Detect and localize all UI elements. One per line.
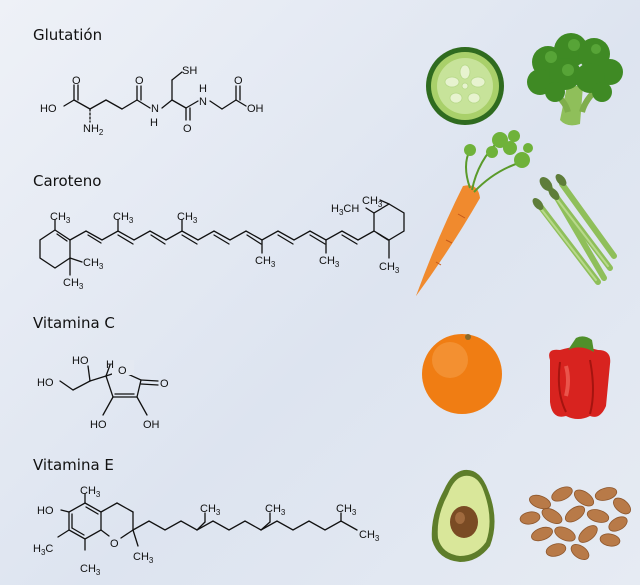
atom-label: CH3: [255, 255, 276, 269]
atom-label: CH3: [80, 563, 101, 577]
asparagus-icon: [532, 174, 617, 285]
title-vitamin-c: Vitamina C: [33, 314, 115, 332]
atom-label: HO: [37, 377, 54, 389]
atom-label: CH3: [336, 503, 357, 517]
atom-label: O: [135, 75, 144, 87]
atom-label: HO: [40, 103, 57, 115]
atom-label: CH3: [113, 211, 134, 225]
atom-label: O: [110, 538, 119, 550]
orange-icon: [422, 334, 502, 414]
atom-label: H3C: [33, 543, 53, 557]
atom-label: O: [234, 75, 243, 87]
atom-label: CH3: [63, 277, 84, 291]
atom-label: CH3: [133, 551, 154, 565]
atom-label: H: [150, 117, 158, 129]
atom-label: OH: [247, 103, 264, 115]
cucumber-icon: [426, 47, 504, 125]
atom-label: O: [183, 123, 192, 135]
broccoli-icon: [527, 33, 623, 126]
atom-label: CH3: [50, 211, 71, 225]
atom-label: H: [199, 83, 207, 95]
red-bell-pepper-icon: [549, 336, 611, 419]
atom-label: CH3: [359, 529, 380, 543]
atom-label: HO: [72, 355, 89, 367]
atom-label: SH: [182, 65, 197, 77]
atom-label: HO: [37, 505, 54, 517]
carrot-icon: [416, 130, 533, 296]
atom-label: O: [72, 75, 81, 87]
atom-label: CH3: [362, 195, 383, 209]
atom-label: N: [151, 103, 159, 115]
atom-label: CH3: [80, 485, 101, 499]
title-carotene: Caroteno: [33, 172, 102, 190]
atom-label: NH2: [83, 123, 104, 137]
atom-label: H: [106, 359, 114, 371]
atom-label: HO: [90, 419, 107, 431]
atom-label: CH3: [265, 503, 286, 517]
atom-label: O: [160, 378, 169, 390]
atom-label: N: [199, 96, 207, 108]
almonds-icon: [519, 486, 631, 560]
atom-label: OH: [143, 419, 160, 431]
atom-label: CH3: [200, 503, 221, 517]
atom-label: CH3: [83, 257, 104, 271]
title-glutathione: Glutatión: [33, 26, 103, 44]
atom-label: CH3: [319, 255, 340, 269]
atom-label: O: [118, 365, 127, 377]
atom-label: CH3: [177, 211, 198, 225]
title-vitamin-e: Vitamina E: [33, 456, 114, 474]
atom-label: H3CH: [331, 203, 359, 217]
avocado-icon: [431, 469, 495, 562]
atom-label: CH3: [379, 261, 400, 275]
